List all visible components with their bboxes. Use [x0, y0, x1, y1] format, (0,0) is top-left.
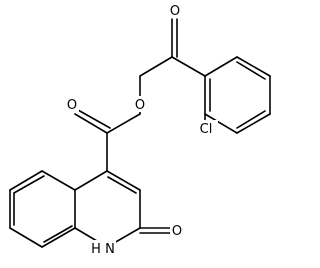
bond — [106, 170, 141, 191]
bond — [106, 113, 141, 134]
bond — [236, 56, 271, 77]
bond — [74, 113, 108, 134]
bond — [107, 176, 137, 194]
atom-label-h: H — [91, 242, 101, 257]
atom-o-ester: O — [133, 96, 147, 113]
structure-diagram: O O O Cl H N O — [9, 2, 271, 257]
bond — [139, 56, 173, 77]
bond — [43, 225, 73, 243]
bond — [204, 56, 238, 77]
bond — [9, 227, 43, 248]
atom-label-o-ketone: O — [170, 4, 180, 19]
bond — [9, 170, 43, 191]
bond — [41, 170, 76, 191]
bond — [171, 56, 206, 77]
atom-o-carbonyl: O — [65, 96, 79, 113]
atom-o-ketone: O — [168, 2, 182, 19]
bonds — [9, 18, 271, 248]
atom-cl: Cl — [194, 120, 218, 137]
bond — [13, 175, 45, 194]
bond — [236, 61, 266, 80]
atom-nh: H N — [90, 240, 116, 257]
bond — [41, 227, 76, 248]
atom-labels: O O O Cl H N O — [65, 2, 218, 257]
atom-label-o-ester: O — [135, 98, 145, 113]
atom-label-n: N — [105, 242, 115, 257]
bond — [74, 170, 108, 191]
atom-label-o-lactam: O — [172, 224, 182, 239]
bond — [77, 109, 111, 129]
bond — [236, 110, 266, 129]
atom-label-o-carbonyl: O — [67, 98, 77, 113]
bond — [204, 113, 238, 134]
bond — [236, 113, 271, 134]
atom-label-cl: Cl — [200, 122, 213, 137]
atom-o-lactam: O — [170, 222, 184, 239]
